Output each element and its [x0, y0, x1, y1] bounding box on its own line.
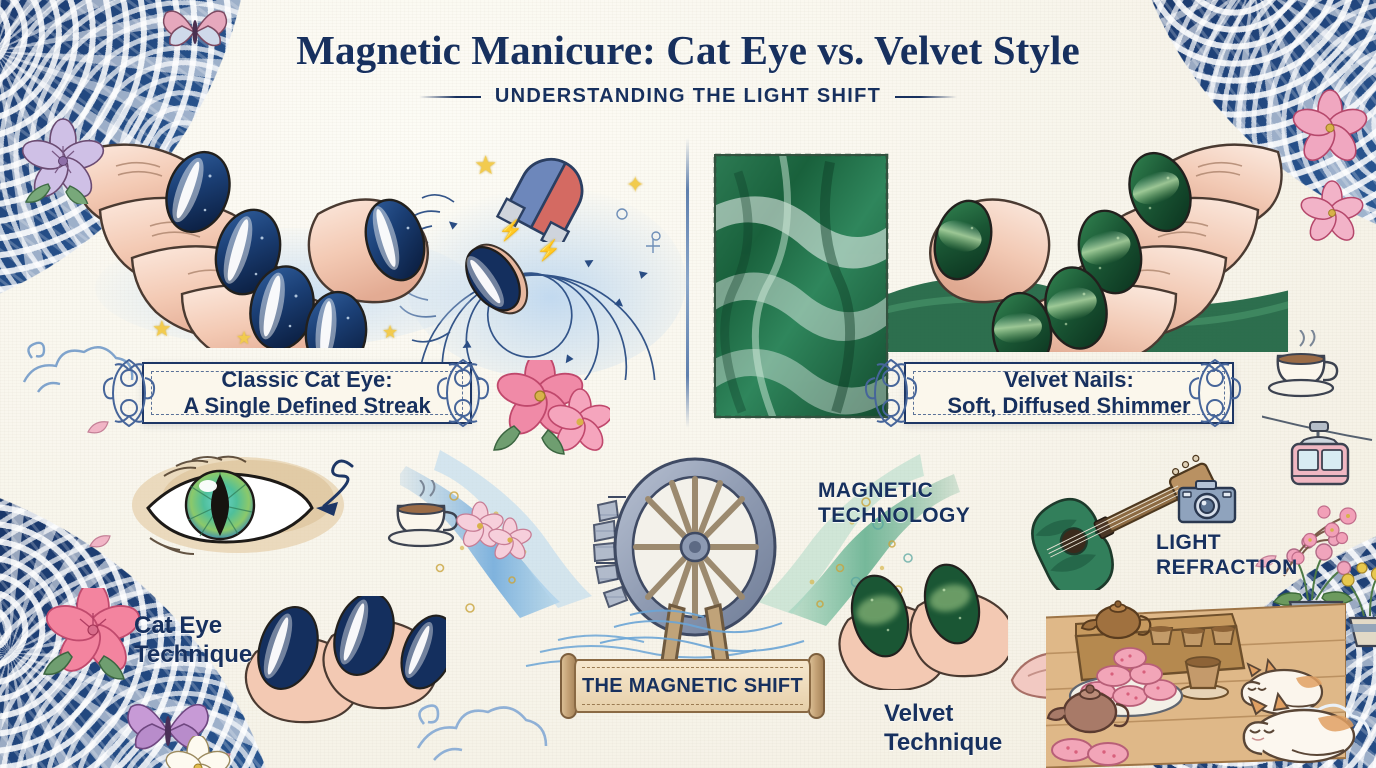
ornament-flourish-left	[864, 358, 918, 428]
sakura-blossom-icon	[21, 118, 105, 204]
label-magnetic-technology: MAGNETIC TECHNOLOGY	[818, 479, 971, 528]
sakura-blossom-icon	[42, 588, 141, 680]
star-sparkle-icon: ★	[236, 328, 253, 348]
subtitle-row: UNDERSTANDING THE LIGHT SHIFT	[0, 85, 1376, 108]
banner-magnetic-shift-text: THE MAGNETIC SHIFT	[582, 674, 803, 697]
banner-cat-eye-text: Classic Cat Eye: A Single Defined Streak	[183, 367, 431, 418]
star-sparkle-icon: ★	[152, 316, 172, 341]
petal-icon	[89, 535, 111, 548]
teacup-icon	[1267, 330, 1339, 398]
page-subtitle: UNDERSTANDING THE LIGHT SHIFT	[494, 85, 882, 107]
velvet-nails-closeup	[818, 560, 1015, 692]
ornament-flourish-left	[102, 358, 156, 428]
header: Magnetic Manicure: Cat Eye vs. Velvet St…	[0, 26, 1376, 108]
banner-cat-eye: Classic Cat Eye: A Single Defined Streak	[142, 362, 472, 424]
label-velvet-technique: Velvet Technique	[884, 700, 1003, 756]
page-title: Magnetic Manicure: Cat Eye vs. Velvet St…	[296, 27, 1080, 73]
subtitle-rule-left	[418, 95, 481, 98]
sakura-blossom-icon	[1300, 180, 1364, 241]
banner-velvet: Velvet Nails: Soft, Diffused Shimmer	[904, 362, 1234, 424]
star-sparkle-icon: ★	[382, 322, 399, 342]
star-sparkle-icon: ✦	[626, 172, 645, 197]
lightning-bolt-icon: ⚡	[536, 240, 561, 262]
sakura-blossom-icon	[165, 736, 231, 768]
banner-magnetic-shift: THE MAGNETIC SHIFT	[560, 653, 825, 719]
water-wheel-icon	[592, 457, 805, 663]
cat-eye-hand-illustration	[70, 118, 475, 374]
teapot-icon	[1046, 684, 1130, 766]
star-sparkle-icon: ★	[474, 150, 498, 180]
cloud-icon	[416, 704, 548, 761]
lightning-bolt-icon: ⚡	[498, 220, 523, 242]
cable-car-icon	[1262, 415, 1373, 486]
label-light-refraction: LIGHT REFRACTION	[1156, 531, 1298, 580]
sleeping-cat-icon	[1242, 691, 1356, 764]
camera-icon	[1177, 480, 1237, 524]
subtitle-rule-right	[895, 95, 958, 98]
floating-cat-eye-nail	[465, 243, 529, 315]
sakura-blossom-icon	[456, 501, 532, 560]
label-cat-eye-technique: Cat Eye Technique	[134, 612, 253, 668]
panel-divider	[686, 138, 689, 428]
cat-eye-icon	[130, 450, 360, 560]
banner-velvet-text: Velvet Nails: Soft, Diffused Shimmer	[947, 367, 1191, 418]
ornament-flourish-right	[1188, 358, 1242, 428]
sakura-blossom-icon	[493, 360, 610, 455]
ornament-flourish-right	[436, 358, 490, 428]
velvet-hand-illustration	[877, 122, 1300, 373]
